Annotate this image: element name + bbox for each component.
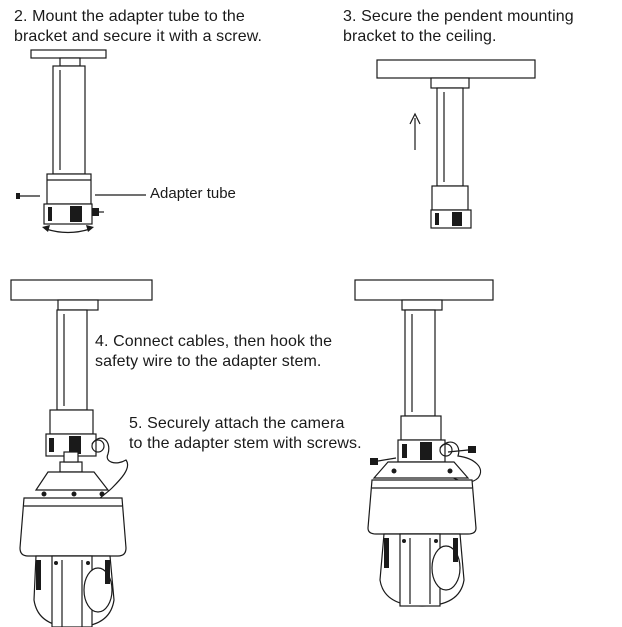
bracket-plate (30, 49, 107, 59)
mount-plate (57, 299, 99, 311)
screw-right (468, 446, 476, 453)
pendant-tube (404, 309, 436, 417)
step-5-line-2: to the adapter stem with screws. (129, 435, 362, 452)
adapter-tube (431, 185, 469, 211)
adapter-tube (46, 173, 92, 205)
step-2-line-1: 2. Mount the adapter tube to the (14, 8, 245, 25)
pendant-tube (56, 309, 88, 411)
adapter-tube (400, 415, 442, 441)
pendant-tube (436, 87, 464, 187)
step-5-caption: 5. Securely attach the camera to the ada… (129, 414, 362, 454)
step-4-line-2: safety wire to the adapter stem. (95, 353, 322, 370)
step-2-line-2: bracket and secure it with a screw. (14, 28, 263, 45)
bracket-neck (59, 57, 81, 67)
step-5-line-1: 5. Securely attach the camera (129, 415, 345, 432)
adapter-tube-callout: Adapter tube (150, 185, 236, 202)
step-3-figure (376, 59, 536, 229)
safety-wire (91, 437, 129, 505)
adapter-clamp (70, 206, 82, 222)
step-2-caption: 2. Mount the adapter tube to the bracket… (14, 7, 262, 47)
step-3-line-2: bracket to the ceiling. (343, 28, 497, 45)
mount-plate (430, 77, 470, 89)
camera-top-cap (34, 471, 110, 491)
ceiling-slab (376, 59, 536, 79)
pendant-tube (52, 65, 86, 175)
step-3-caption: 3. Secure the pendent mounting bracket t… (343, 7, 574, 47)
step-5-figure (354, 279, 494, 607)
adapter-tube (49, 409, 94, 435)
ceiling-slab (354, 279, 494, 301)
screw-left (370, 458, 378, 465)
step-4-line-1: 4. Connect cables, then hook the (95, 333, 333, 350)
step-4-figure (10, 279, 153, 627)
screw-right (92, 208, 99, 216)
step-3-line-1: 3. Secure the pendent mounting (343, 8, 574, 25)
rotate-arrow-icon (45, 228, 91, 234)
ceiling-slab (10, 279, 153, 301)
camera-housing (367, 479, 477, 535)
step-2-figure (16, 49, 146, 234)
camera-top-cap (372, 461, 470, 479)
step-4-caption: 4. Connect cables, then hook the safety … (95, 332, 332, 372)
camera-housing (19, 497, 127, 557)
mount-plate (401, 299, 443, 311)
camera-stem-nut (59, 461, 83, 473)
